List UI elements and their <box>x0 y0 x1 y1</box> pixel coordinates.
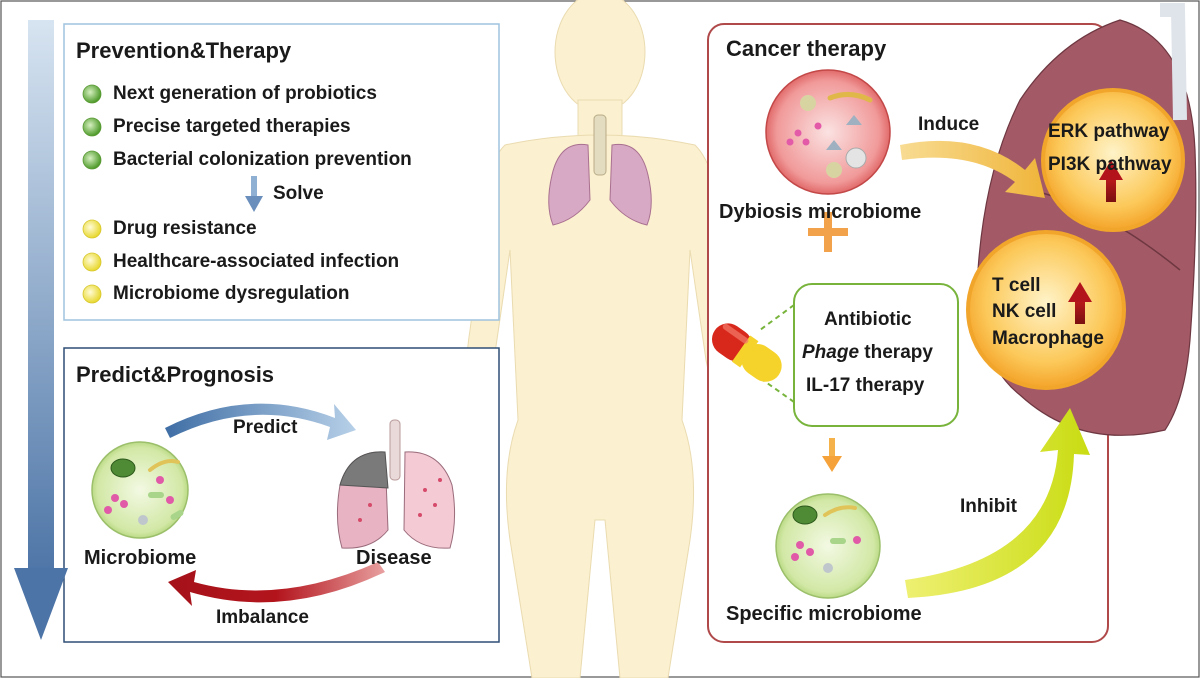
prevention-box <box>63 23 500 321</box>
pill-capsule <box>711 323 782 382</box>
pill-connector-bottom <box>759 377 795 403</box>
yellow-dot <box>82 284 102 304</box>
cell-label: T cell <box>992 275 1041 296</box>
specific-microbiome-circle <box>775 493 881 599</box>
yellow-dot <box>82 252 102 272</box>
prevention-item: Bacterial colonization prevention <box>113 149 412 170</box>
yellow-dot <box>82 219 102 239</box>
dysbiosis-label: Dybiosis microbiome <box>719 201 922 223</box>
cell-label: Macrophage <box>992 328 1104 349</box>
solve-label: Solve <box>273 183 324 204</box>
imbalance-arrow-label: Imbalance <box>216 607 309 628</box>
pathway-circle <box>1041 88 1185 232</box>
disease-label: Disease <box>356 547 432 569</box>
problem-item: Microbiome dysregulation <box>113 283 350 304</box>
microbiome-circle-predict <box>91 441 189 539</box>
prevention-title: Prevention&Therapy <box>76 38 292 63</box>
induce-arrow <box>900 140 1045 198</box>
green-dot <box>82 150 102 170</box>
cell-label: NK cell <box>992 301 1057 322</box>
phage-rest: therapy <box>859 342 933 363</box>
inhibit-arrow <box>905 408 1090 598</box>
problem-item: Drug resistance <box>113 218 257 239</box>
predict-arrow <box>165 403 356 440</box>
pathway-label: ERK pathway <box>1048 121 1170 142</box>
microbiome-label: Microbiome <box>84 547 197 569</box>
therapy-phage: Phage therapy <box>802 343 933 362</box>
plus-sign <box>808 212 848 252</box>
dysbiosis-circle <box>765 69 891 195</box>
specific-microbiome-label: Specific microbiome <box>726 603 922 625</box>
imbalance-arrow <box>168 562 385 606</box>
green-dots <box>82 84 102 170</box>
therapy-down-arrow <box>822 438 842 472</box>
problem-item: Healthcare-associated infection <box>113 251 400 272</box>
therapy-il17: IL-17 therapy <box>806 375 925 396</box>
prevention-item: Precise targeted therapies <box>113 116 351 137</box>
green-dot <box>82 84 102 104</box>
prevention-item: Next generation of probiotics <box>113 83 377 104</box>
immune-up-arrow <box>1068 282 1092 324</box>
inhibit-label: Inhibit <box>960 496 1017 517</box>
phage-italic: Phage <box>802 342 860 363</box>
green-dot <box>82 117 102 137</box>
pathway-up-arrow <box>1099 160 1123 202</box>
cancer-title: Cancer therapy <box>726 36 887 61</box>
therapy-antibiotic: Antibiotic <box>824 309 912 330</box>
pill-connector-top <box>759 304 795 331</box>
body-lungs <box>548 114 652 226</box>
main-down-arrow <box>14 20 68 640</box>
solve-arrow <box>245 176 263 212</box>
induce-label: Induce <box>918 114 980 135</box>
predict-arrow-label: Predict <box>233 417 298 438</box>
predict-title: Predict&Prognosis <box>76 362 275 387</box>
therapy-box <box>793 283 959 427</box>
immune-circle <box>966 230 1126 390</box>
disease-lungs <box>336 419 456 549</box>
pathway-label: PI3K pathway <box>1048 154 1172 175</box>
yellow-dots <box>82 219 102 304</box>
